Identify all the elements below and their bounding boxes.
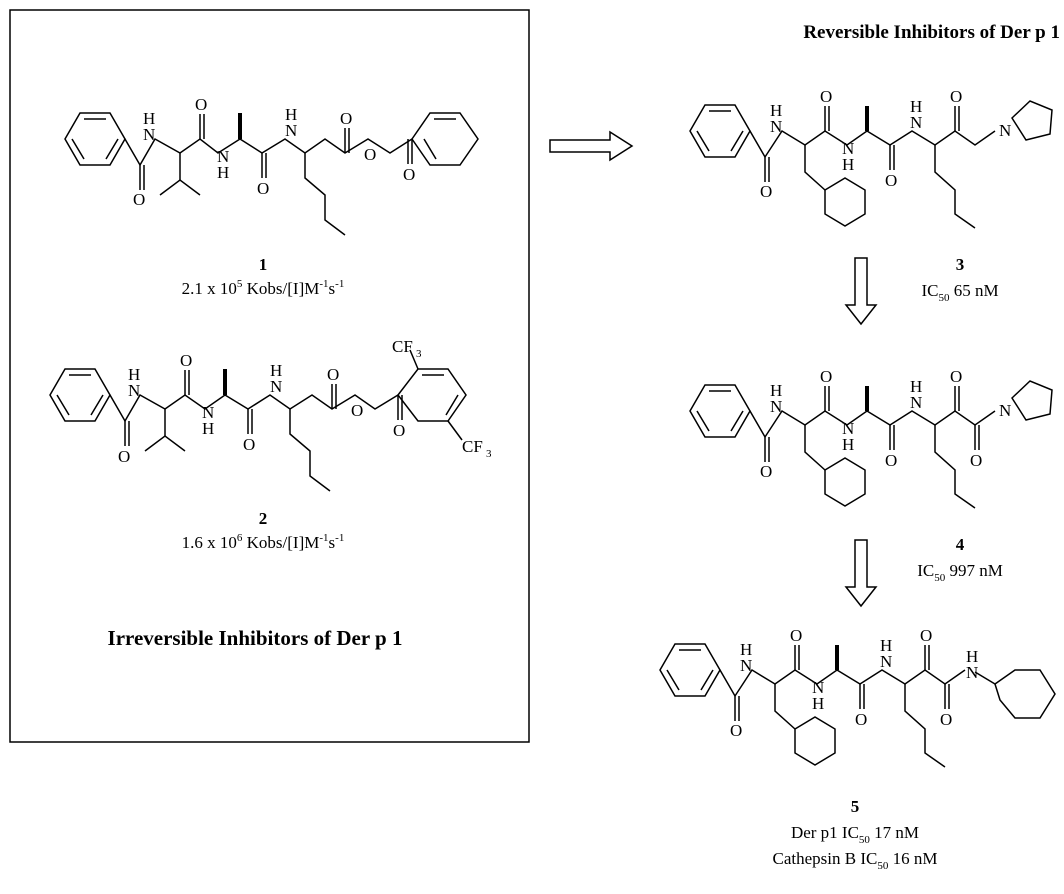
svg-text:H: H: [770, 101, 782, 120]
compound-2-structure: [49, 349, 467, 492]
svg-text:2.1 x 105 Kobs/[I]M-1s-1: 2.1 x 105 Kobs/[I]M-1s-1: [182, 278, 345, 298]
irreversible-title: Irreversible Inhibitors of Der p 1: [108, 626, 403, 650]
svg-text:CF: CF: [462, 437, 483, 456]
svg-text:O: O: [118, 447, 130, 466]
svg-text:O: O: [133, 190, 145, 209]
svg-text:N: N: [842, 419, 854, 438]
compound-5-caption: 5 Der p1 IC50 17 nM Cathepsin B IC50 16 …: [773, 797, 938, 872]
svg-text:O: O: [351, 401, 363, 420]
svg-text:N: N: [217, 147, 229, 166]
svg-text:CF: CF: [392, 337, 413, 356]
svg-text:H: H: [270, 361, 282, 380]
svg-text:O: O: [855, 710, 867, 729]
svg-text:N: N: [770, 397, 782, 416]
compound-4-structure: [689, 380, 1053, 509]
svg-text:N: N: [270, 377, 282, 396]
compound-1-structure: [64, 112, 479, 236]
svg-text:Cathepsin B IC50 16 nM: Cathepsin B IC50 16 nM: [773, 849, 938, 872]
svg-text:N: N: [999, 121, 1011, 140]
svg-text:O: O: [760, 462, 772, 481]
irreversible-panel-frame: [9, 9, 530, 743]
svg-text:H: H: [880, 636, 892, 655]
svg-text:H: H: [740, 640, 752, 659]
svg-text:N: N: [880, 652, 892, 671]
svg-text:O: O: [920, 626, 932, 645]
svg-text:N: N: [740, 656, 752, 675]
compound-1-caption: 1 2.1 x 105 Kobs/[I]M-1s-1: [182, 255, 345, 298]
svg-text:H: H: [910, 97, 922, 116]
svg-text:O: O: [327, 365, 339, 384]
arrow-down-1: [844, 257, 878, 326]
atom-labels: NH OO NH O NH OO O NH OO NH O NH OO O CF…: [118, 87, 1011, 740]
svg-text:H: H: [910, 377, 922, 396]
svg-text:O: O: [393, 421, 405, 440]
svg-text:O: O: [970, 451, 982, 470]
svg-text:H: H: [842, 435, 854, 454]
svg-text:O: O: [940, 710, 952, 729]
svg-text:H: H: [202, 419, 214, 438]
svg-text:H: H: [217, 163, 229, 182]
svg-text:O: O: [820, 367, 832, 386]
arrow-down-2: [844, 539, 878, 608]
svg-text:H: H: [770, 381, 782, 400]
svg-text:O: O: [243, 435, 255, 454]
svg-text:H: H: [128, 365, 140, 384]
svg-text:O: O: [195, 95, 207, 114]
svg-text:O: O: [403, 165, 415, 184]
svg-text:IC50 65 nM: IC50 65 nM: [921, 281, 998, 304]
svg-text:1.6 x 106 Kobs/[I]M-1s-1: 1.6 x 106 Kobs/[I]M-1s-1: [182, 532, 345, 552]
compound-3-structure: [689, 100, 1053, 229]
svg-text:N: N: [999, 401, 1011, 420]
svg-text:4: 4: [956, 535, 965, 554]
svg-text:H: H: [842, 155, 854, 174]
svg-text:O: O: [340, 109, 352, 128]
svg-text:N: N: [812, 678, 824, 697]
svg-text:N: N: [966, 663, 978, 682]
svg-text:O: O: [950, 87, 962, 106]
svg-text:O: O: [885, 451, 897, 470]
reversible-title: Reversible Inhibitors of Der p 1: [803, 22, 1060, 43]
svg-text:H: H: [812, 694, 824, 713]
arrow-right: [549, 130, 634, 162]
svg-text:2: 2: [259, 509, 268, 528]
svg-text:IC50 997 nM: IC50 997 nM: [917, 561, 1003, 584]
svg-text:O: O: [257, 179, 269, 198]
svg-text:N: N: [202, 403, 214, 422]
svg-text:3: 3: [486, 448, 492, 460]
svg-text:H: H: [143, 109, 155, 128]
svg-text:O: O: [364, 145, 376, 164]
svg-text:3: 3: [956, 255, 965, 274]
compound-2-caption: 2 1.6 x 106 Kobs/[I]M-1s-1: [182, 509, 345, 552]
svg-text:1: 1: [259, 255, 268, 274]
compound-3-caption: 3 IC50 65 nM: [921, 255, 998, 304]
compound-4-caption: 4 IC50 997 nM: [917, 535, 1003, 584]
svg-text:O: O: [950, 367, 962, 386]
svg-text:N: N: [285, 121, 297, 140]
svg-text:5: 5: [851, 797, 860, 816]
svg-text:H: H: [285, 105, 297, 124]
svg-text:N: N: [128, 381, 140, 400]
svg-text:O: O: [820, 87, 832, 106]
svg-text:N: N: [910, 393, 922, 412]
svg-text:3: 3: [416, 348, 422, 360]
svg-text:O: O: [885, 171, 897, 190]
svg-text:O: O: [760, 182, 772, 201]
svg-text:Der p1 IC50 17 nM: Der p1 IC50 17 nM: [791, 823, 919, 846]
compound-5-structure: [659, 643, 1056, 768]
svg-text:O: O: [180, 351, 192, 370]
svg-text:N: N: [910, 113, 922, 132]
svg-text:O: O: [730, 721, 742, 740]
svg-text:N: N: [143, 125, 155, 144]
svg-text:N: N: [770, 117, 782, 136]
svg-text:O: O: [790, 626, 802, 645]
svg-text:N: N: [842, 139, 854, 158]
svg-text:H: H: [966, 647, 978, 666]
